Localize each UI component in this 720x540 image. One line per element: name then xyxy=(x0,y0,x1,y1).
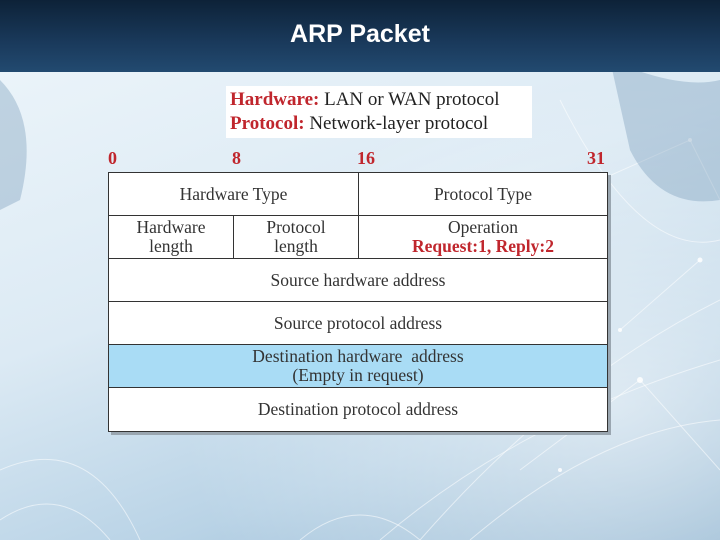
legend-protocol: Protocol: Network-layer protocol xyxy=(230,112,532,136)
legend-protocol-key: Protocol: xyxy=(230,113,305,134)
field-destination-hardware-address-label: Destination hardware address xyxy=(252,346,464,366)
field-source-protocol-address: Source protocol address xyxy=(109,302,607,345)
field-hardware-length: Hardware length xyxy=(109,216,234,259)
field-operation: Operation Request:1, Reply:2 xyxy=(359,216,607,259)
bit-marker-31: 31 xyxy=(587,148,605,168)
bit-marker-16: 16 xyxy=(357,148,375,168)
field-destination-protocol-address: Destination protocol address xyxy=(109,388,607,431)
field-operation-values: Request:1, Reply:2 xyxy=(412,236,554,256)
title-bar xyxy=(0,0,720,72)
field-hardware-type-label: Hardware Type xyxy=(179,183,288,204)
field-hardware-type: Hardware Type xyxy=(109,173,359,216)
field-protocol-type-label: Protocol Type xyxy=(433,183,533,204)
field-source-protocol-address-label: Source protocol address xyxy=(273,312,443,333)
arp-packet-format: Hardware Type Protocol Type Hardware len… xyxy=(108,172,608,432)
field-protocol-length-line2: length xyxy=(274,236,318,256)
field-hardware-length-line2: length xyxy=(149,236,193,256)
legend-hardware-value: LAN or WAN protocol xyxy=(324,89,500,110)
legend-box: Hardware: LAN or WAN protocol Protocol: … xyxy=(226,86,532,138)
legend-hardware: Hardware: LAN or WAN protocol xyxy=(230,88,532,112)
legend-protocol-value: Network-layer protocol xyxy=(309,113,489,134)
field-source-hardware-address: Source hardware address xyxy=(109,259,607,302)
field-protocol-length: Protocol length xyxy=(234,216,359,259)
bit-marker-8: 8 xyxy=(232,148,241,168)
field-destination-hardware-note: (Empty in request) xyxy=(292,365,424,385)
field-operation-label: Operation xyxy=(448,217,518,237)
slide-title: ARP Packet xyxy=(290,20,430,48)
field-hardware-length-line1: Hardware xyxy=(136,217,206,237)
field-source-hardware-address-label: Source hardware address xyxy=(270,269,446,290)
legend-hardware-key: Hardware: xyxy=(230,89,320,110)
field-protocol-length-line1: Protocol xyxy=(266,217,326,237)
field-destination-protocol-address-label: Destination protocol address xyxy=(257,399,459,419)
field-protocol-type: Protocol Type xyxy=(359,173,607,216)
bit-marker-0: 0 xyxy=(108,148,117,168)
field-destination-hardware-address: Destination hardware address (Empty in r… xyxy=(109,345,607,388)
